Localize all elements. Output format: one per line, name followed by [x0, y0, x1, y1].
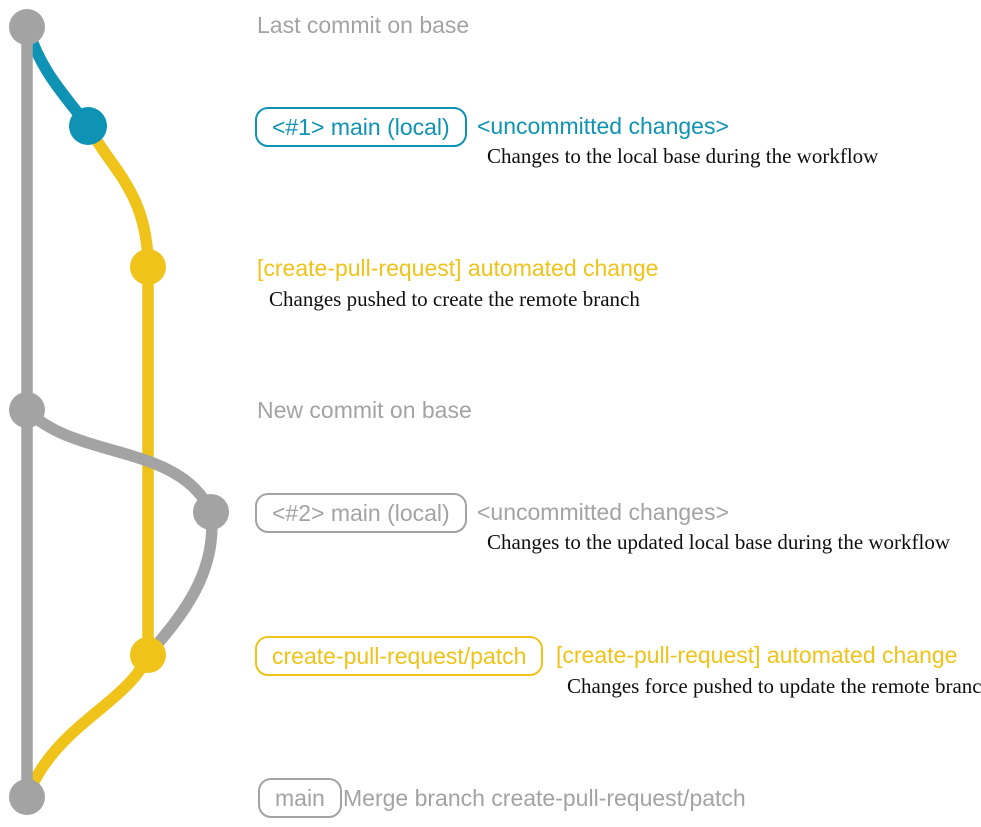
caption-local-base: Changes to the local base during the wor…: [487, 144, 879, 168]
branch-badge-main2: <#2> main (local): [255, 493, 467, 533]
branch-badge-main1: <#1> main (local): [255, 107, 467, 147]
caption-pushed-create: Changes pushed to create the remote bran…: [269, 287, 640, 311]
commit-title-cpr2: [create-pull-request] automated change: [556, 642, 958, 668]
edge-cpr2-to-merge: [22, 649, 154, 801]
status-uncommitted-1: <uncommitted changes>: [477, 113, 729, 139]
edge-main2-to-cpr2: [142, 506, 218, 661]
merge-commit-note: Merge branch create-pull-request/patch: [343, 785, 746, 811]
caption-force-pushed: Changes force pushed to update the remot…: [567, 674, 981, 698]
commit-title-cpr1: [create-pull-request] automated change: [257, 255, 659, 281]
status-uncommitted-2: <uncommitted changes>: [477, 499, 729, 525]
new-commit-note: New commit on base: [257, 397, 472, 423]
caption-updated-local-base: Changes to the updated local base during…: [487, 530, 951, 554]
commit-node-base-last: [9, 9, 45, 45]
branch-badge-cpr-patch: create-pull-request/patch: [255, 636, 544, 676]
commit-node-main1: [69, 107, 107, 145]
last-commit-note: Last commit on base: [257, 12, 470, 38]
edge-base-to-main2: [21, 404, 217, 518]
commit-graph: [9, 9, 229, 815]
commit-node-cpr2: [130, 637, 166, 673]
branch-badge-main: main: [258, 778, 342, 818]
commit-node-base-new: [9, 392, 45, 428]
commit-node-main2: [193, 494, 229, 530]
edge-main1-to-cpr1: [82, 120, 154, 273]
commit-node-cpr1: [130, 249, 166, 285]
commit-node-merge: [9, 779, 45, 815]
